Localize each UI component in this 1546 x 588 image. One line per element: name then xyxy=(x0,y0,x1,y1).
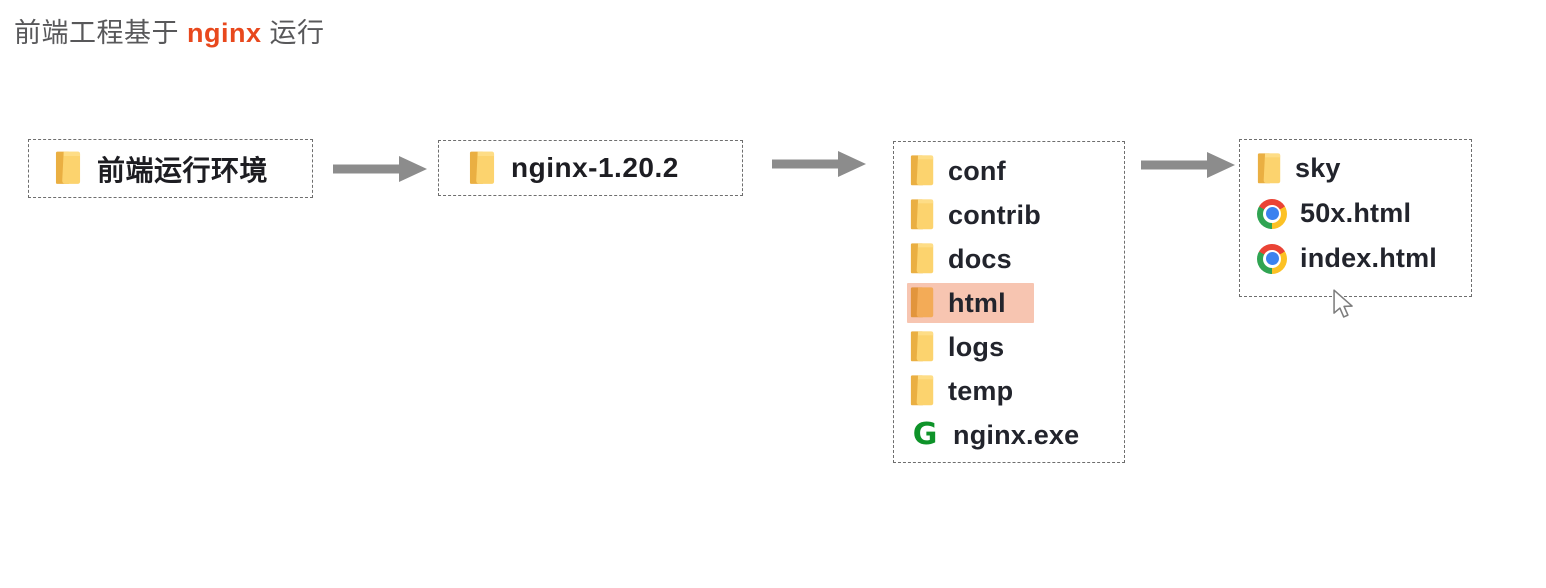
arrow-icon xyxy=(772,151,866,182)
node-nginx-root-label: nginx-1.20.2 xyxy=(511,152,679,183)
explorer-item-50x-html: 50x.html xyxy=(1254,191,1471,236)
item-label: html xyxy=(948,287,1006,318)
node-nginx-contents: conf contrib docs html xyxy=(893,141,1125,463)
node-html-contents: sky 50x.html index.html xyxy=(1239,139,1472,297)
arrow-icon xyxy=(333,156,427,187)
explorer-item-contrib: contrib xyxy=(907,193,1124,237)
chrome-icon xyxy=(1257,243,1287,274)
folder-icon xyxy=(1257,152,1282,186)
explorer-item-temp: temp xyxy=(907,369,1124,413)
item-label: logs xyxy=(948,331,1005,362)
title-part2: 运行 xyxy=(261,18,325,48)
title-part1: 前端工程基于 xyxy=(14,18,188,48)
explorer-item-logs: logs xyxy=(907,325,1124,369)
item-label: contrib xyxy=(948,199,1041,230)
title-highlight-nginx: nginx xyxy=(187,18,262,48)
node-nginx-root: nginx-1.20.2 xyxy=(438,140,743,196)
node-frontend-env: 前端运行环境 xyxy=(28,139,313,198)
folder-icon xyxy=(910,154,935,188)
arrow-icon xyxy=(1141,152,1235,183)
explorer-item-sky: sky xyxy=(1254,146,1471,191)
item-label: index.html xyxy=(1300,243,1438,273)
folder-icon xyxy=(910,286,935,320)
item-label: 50x.html xyxy=(1300,198,1412,228)
item-label: temp xyxy=(948,375,1014,406)
item-label: nginx.exe xyxy=(953,419,1080,450)
explorer-item-html: html xyxy=(907,281,1124,325)
cursor-icon xyxy=(1332,289,1354,325)
chrome-icon xyxy=(1257,198,1287,229)
page-title: 前端工程基于 nginx 运行 xyxy=(14,11,325,50)
explorer-item-nginx-exe: G nginx.exe xyxy=(907,413,1124,457)
node-frontend-env-label: 前端运行环境 xyxy=(97,154,269,186)
folder-icon xyxy=(910,374,935,408)
folder-icon xyxy=(469,150,496,187)
item-label: docs xyxy=(948,243,1012,274)
folder-icon xyxy=(910,198,935,232)
nginx-icon: G xyxy=(912,417,938,452)
explorer-item-conf: conf xyxy=(907,149,1124,193)
item-label: sky xyxy=(1295,153,1341,183)
folder-icon xyxy=(910,330,935,364)
folder-icon xyxy=(55,150,82,187)
folder-icon xyxy=(910,242,935,276)
highlighted-row-html: html xyxy=(907,283,1034,323)
explorer-item-index-html: index.html xyxy=(1254,236,1471,281)
item-label: conf xyxy=(948,155,1006,186)
explorer-item-docs: docs xyxy=(907,237,1124,281)
